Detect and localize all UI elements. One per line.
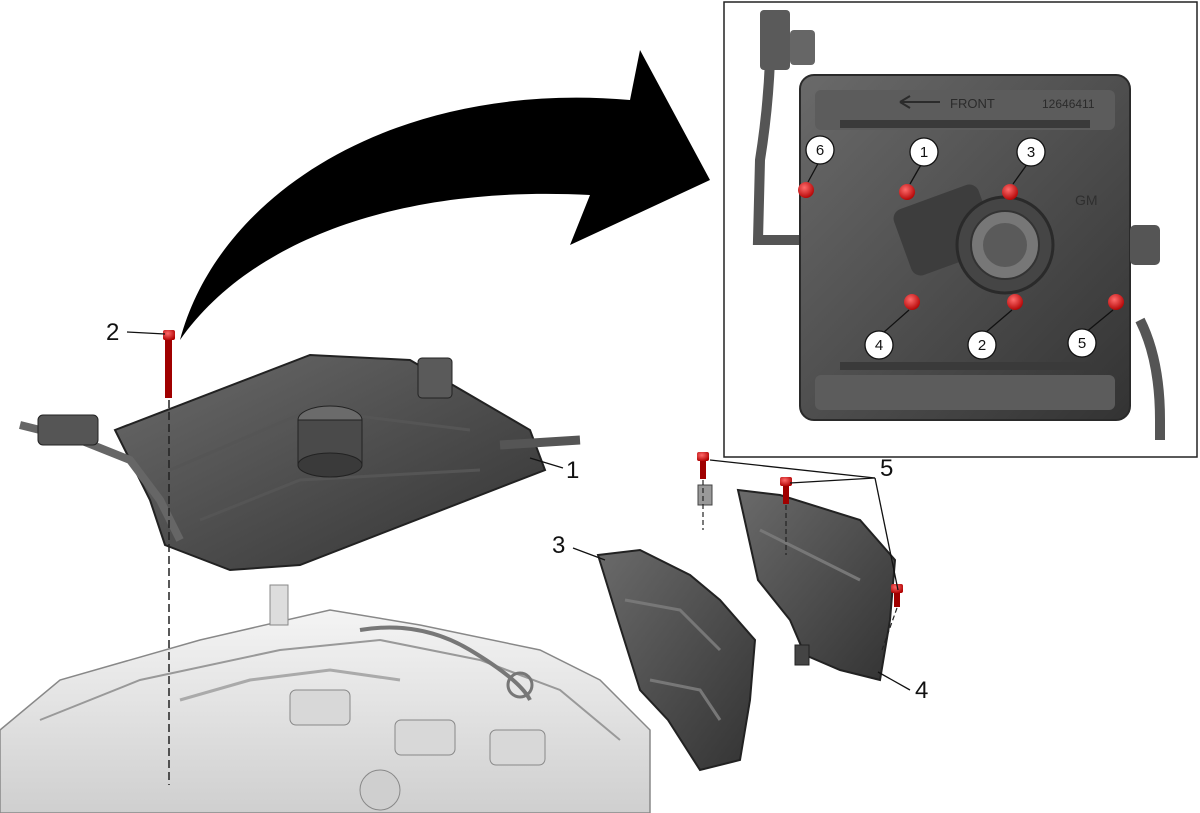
inset-front-label: FRONT [950, 96, 995, 111]
zoom-arrow [180, 50, 710, 340]
seq-marker-6: 6 [805, 135, 835, 165]
bolts-part-5 [697, 452, 903, 651]
svg-text:4: 4 [875, 337, 883, 354]
callout-1: 1 [566, 457, 579, 484]
inset-part-number: 12646411 [1042, 97, 1095, 111]
svg-text:5: 5 [1078, 335, 1086, 352]
small-bolt-b [780, 477, 792, 555]
inset-bolt-2 [1007, 294, 1023, 310]
seq-marker-5: 5 [1067, 328, 1097, 358]
seq-marker-2: 2 [967, 330, 997, 360]
svg-text:1: 1 [920, 144, 928, 161]
inset-bolt-4 [904, 294, 920, 310]
callout-3: 3 [552, 532, 565, 559]
inset-bolt-1 [899, 184, 915, 200]
shield-part-4 [697, 484, 897, 682]
inset-panel: FRONT 12646411 GM 6 [723, 1, 1198, 458]
seq-marker-4: 4 [864, 330, 894, 360]
svg-text:3: 3 [1027, 144, 1035, 161]
engine-block [0, 584, 651, 813]
shield-part-3 [596, 548, 757, 772]
svg-text:6: 6 [816, 142, 824, 159]
svg-text:2: 2 [978, 337, 986, 354]
inset-sensor [760, 10, 790, 70]
callout-5: 5 [880, 455, 893, 482]
inset-logo: GM [1075, 192, 1098, 208]
small-bolt-c [881, 584, 903, 651]
leader-lines [126, 331, 911, 691]
small-bolt-a [697, 452, 709, 530]
callout-4: 4 [915, 677, 928, 704]
inset-throttle-body [893, 184, 1055, 295]
intake-cover-part-1 [19, 353, 581, 572]
callout-2: 2 [106, 319, 119, 346]
inset-bolt-5 [1108, 294, 1124, 310]
inset-bolt-6 [798, 182, 814, 198]
inset-bolt-3 [1002, 184, 1018, 200]
seq-marker-3: 3 [1016, 137, 1046, 167]
bolt-part-2 [163, 330, 175, 785]
seq-marker-1: 1 [909, 137, 939, 167]
